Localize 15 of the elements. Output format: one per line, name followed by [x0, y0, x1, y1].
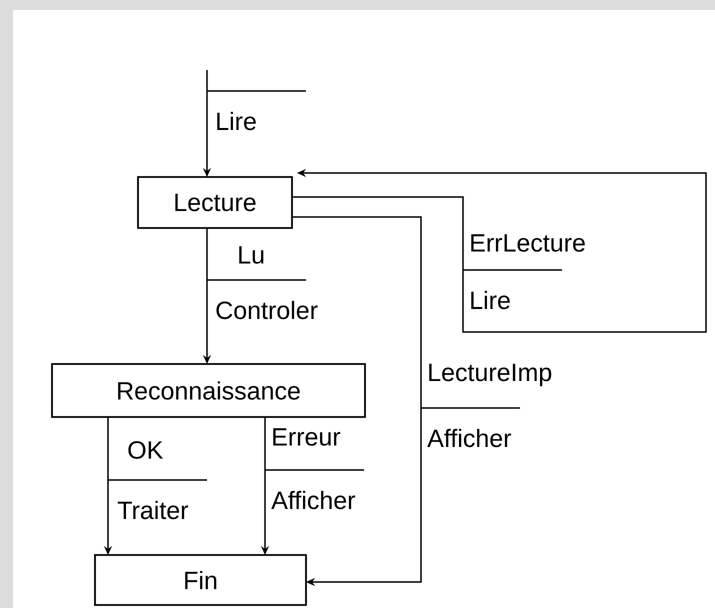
edge-label: Afficher [427, 428, 512, 448]
arrow [292, 216, 422, 586]
state-box: Reconnaissance [51, 363, 366, 418]
edge-label: LectureImp [429, 364, 552, 386]
edge-label: Erreur [273, 428, 340, 446]
edge-label: Controler [216, 300, 318, 320]
edge-label: OK [128, 441, 164, 459]
edge-label: Traiter [118, 500, 188, 520]
edge-label: ErrLecture [471, 234, 585, 252]
edge-label: Lu [239, 246, 264, 264]
state-box: Lecture [137, 176, 293, 229]
edge-label: Afficher [271, 490, 356, 510]
edge-label: Lire [217, 112, 256, 130]
state-box: Fin [94, 554, 307, 606]
edge-label: Lire [471, 290, 510, 310]
